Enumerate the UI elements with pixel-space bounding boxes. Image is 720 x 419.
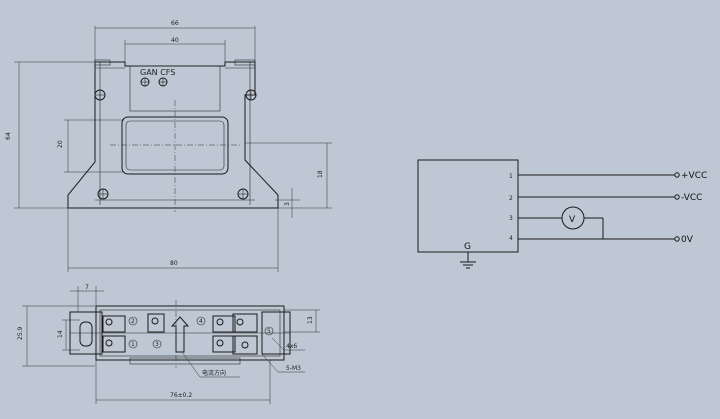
screw-icon bbox=[158, 77, 168, 87]
dim-width-inner: 40 bbox=[171, 37, 179, 44]
current-arrow-icon bbox=[170, 316, 190, 353]
dim-base-width: 80 bbox=[170, 260, 178, 267]
screw-icon bbox=[237, 188, 249, 200]
dim-left: 7 bbox=[85, 284, 89, 291]
terminal-0v: 0V bbox=[681, 235, 694, 245]
dim-height-total-bottom: 25.9 bbox=[17, 326, 24, 340]
terminal-number-3: 3 bbox=[152, 339, 162, 349]
dim-height-inner: 14 bbox=[57, 330, 64, 338]
product-label: GAN CFS bbox=[140, 68, 175, 77]
terminal-number-4: 4 bbox=[196, 316, 206, 326]
ground-icon bbox=[460, 252, 476, 269]
dim-screw: 5-M3 bbox=[286, 365, 301, 372]
terminal-block-mid bbox=[147, 313, 165, 333]
screw-icon bbox=[97, 188, 109, 200]
screw-icon bbox=[94, 89, 106, 101]
screw-icon bbox=[140, 77, 150, 87]
terminal-number-5: 5 bbox=[264, 326, 274, 336]
terminal-block-far-right bbox=[232, 313, 258, 355]
current-direction-note: 电流方向 bbox=[202, 369, 226, 377]
terminal-minus-vcc: -VCC bbox=[681, 193, 702, 203]
dim-right: 13 bbox=[307, 316, 314, 324]
svg-text:2: 2 bbox=[131, 318, 135, 325]
svg-text:4: 4 bbox=[199, 318, 203, 325]
pin-1-label: 1 bbox=[509, 173, 513, 180]
voltmeter-symbol: V bbox=[569, 215, 576, 225]
terminal-number-1: 1 bbox=[128, 339, 138, 349]
bottom-view: 7 25.9 14 bbox=[17, 284, 320, 404]
terminal-number-2: 2 bbox=[128, 316, 138, 326]
sensor-box bbox=[417, 159, 519, 253]
svg-text:3: 3 bbox=[155, 341, 159, 348]
dim-length: 76±0.2 bbox=[170, 392, 192, 399]
circuit-diagram: 1 2 3 4 +VCC -VCC V 0V G bbox=[417, 159, 707, 269]
dim-foot: 3 bbox=[284, 202, 291, 206]
terminal-block-left bbox=[102, 315, 126, 353]
dim-center-height: 18 bbox=[317, 170, 324, 178]
front-view: 66 40 64 20 GAN CFS bbox=[5, 20, 332, 272]
dim-window-height: 20 bbox=[57, 140, 64, 148]
terminal-plus-vcc: +VCC bbox=[681, 171, 707, 181]
pin-2-label: 2 bbox=[509, 195, 513, 202]
ground-label: G bbox=[464, 242, 471, 252]
screw-icon bbox=[245, 89, 257, 101]
svg-text:1: 1 bbox=[131, 341, 135, 348]
pin-3-label: 3 bbox=[509, 215, 513, 222]
dim-hole: 4x6 bbox=[286, 343, 297, 350]
dim-width-top: 66 bbox=[171, 20, 179, 27]
dim-height-total: 64 bbox=[5, 132, 12, 140]
terminal-block-right bbox=[212, 315, 236, 353]
svg-text:5: 5 bbox=[267, 328, 271, 335]
pin-4-label: 4 bbox=[509, 235, 513, 242]
